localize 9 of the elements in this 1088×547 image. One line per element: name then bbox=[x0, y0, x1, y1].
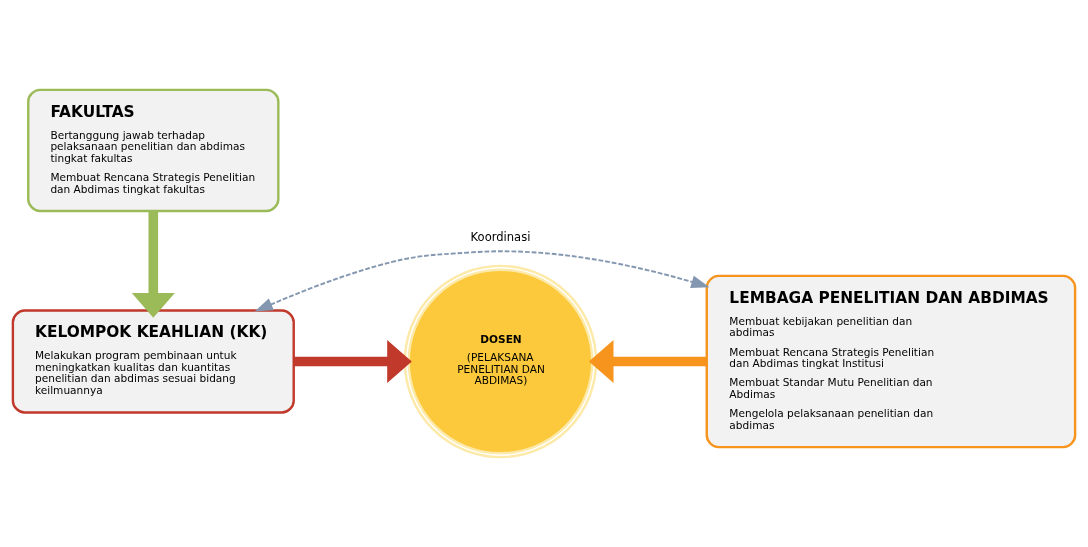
arrow bbox=[294, 339, 412, 384]
node-box: LEMBAGA PENELITIAN DAN ABDIMAS Membuat kebijakan penelitian dan abdimas Membuat Rencana Strategis Penelitian dan Abdimas tingkat Institusi Membuat Standar Mutu Penelitian dan Abdimas Mengelola pelaksanaan penelitian dan abdimas bbox=[705, 274, 1077, 449]
arrow bbox=[254, 250, 710, 312]
node-box: KELOMPOK KEAHLIAN (KK) Melakukan program pembinaan untuk meningkatkan kualitas dan kuantitas penelitian dan abdimas sesuai bidang keilmuannya bbox=[11, 309, 295, 414]
edge-label: Koordinasi bbox=[470, 230, 531, 245]
node-box: FAKULTAS Bertanggung jawab terhadap pelaksanaan penelitian dan abdimas tingkat fakultas Membuat Rencana Strategis Penelitian dan Abdimas tingkat fakultas bbox=[27, 88, 280, 213]
node-circle: DOSEN (PELAKSANA PENELITIAN DAN ABDIMAS) bbox=[403, 264, 598, 459]
arrow bbox=[588, 339, 707, 384]
arrow bbox=[131, 211, 175, 318]
